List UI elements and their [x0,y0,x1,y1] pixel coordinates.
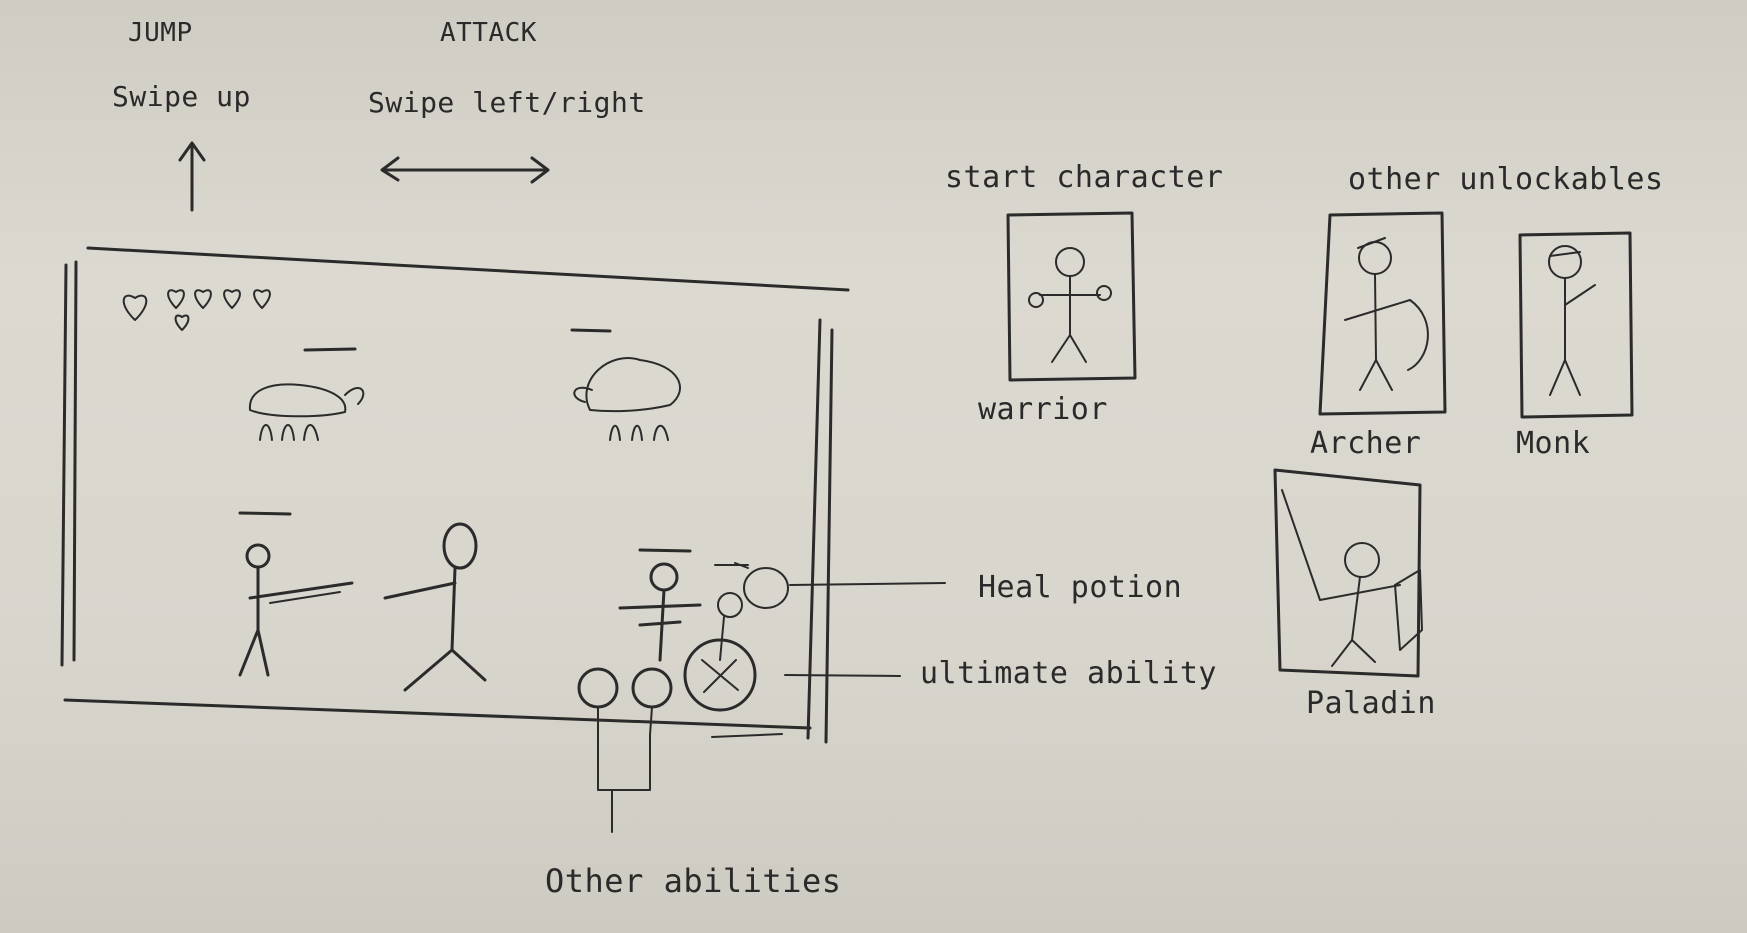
monk-label: Monk [1516,426,1591,461]
other-abilities-callout: Other abilities [545,862,842,900]
monk-card[interactable] [1518,231,1634,419]
jump-title: JUMP [128,18,193,48]
heart-icon [253,289,271,309]
ability-icon [577,667,619,736]
heal-potion-leader [789,582,946,586]
enemy-creature [248,347,365,441]
archer-label: Archer [1310,426,1422,461]
attack-title: ATTACK [440,18,537,48]
warrior-card[interactable] [1006,211,1137,382]
ultimate-ability-icon [683,638,757,712]
stick-enemy [383,522,487,692]
ultimate-ability-leader [784,674,901,677]
potion-icon [714,562,789,609]
jump-hint: Swipe up [112,80,251,113]
paladin-label: Paladin [1306,686,1436,721]
hero-player [238,511,354,677]
heal-potion-callout: Heal potion [978,570,1183,605]
heart-icon [167,289,185,309]
unlockables-heading: other unlockables [1348,162,1664,197]
heart-icon [122,294,148,321]
enemy-figure [618,548,702,662]
arrow-left-right-icon [380,156,550,184]
hearts-health [122,289,271,331]
arrow-up-icon [178,141,206,212]
heart-icon [194,289,212,309]
ability-icon [631,667,673,736]
game-screen-frame [60,246,850,744]
warrior-label: warrior [978,392,1108,427]
enemy-creature [570,328,681,441]
enemy-figure [717,592,743,661]
paladin-card[interactable] [1273,468,1423,678]
start-character-heading: start character [945,160,1224,195]
ultimate-ability-callout: ultimate ability [920,656,1217,691]
heart-icon [223,289,241,309]
archer-card[interactable] [1318,211,1447,416]
heart-icon [174,314,190,331]
attack-hint: Swipe left/right [368,86,646,119]
other-abilities-leader [597,734,651,833]
